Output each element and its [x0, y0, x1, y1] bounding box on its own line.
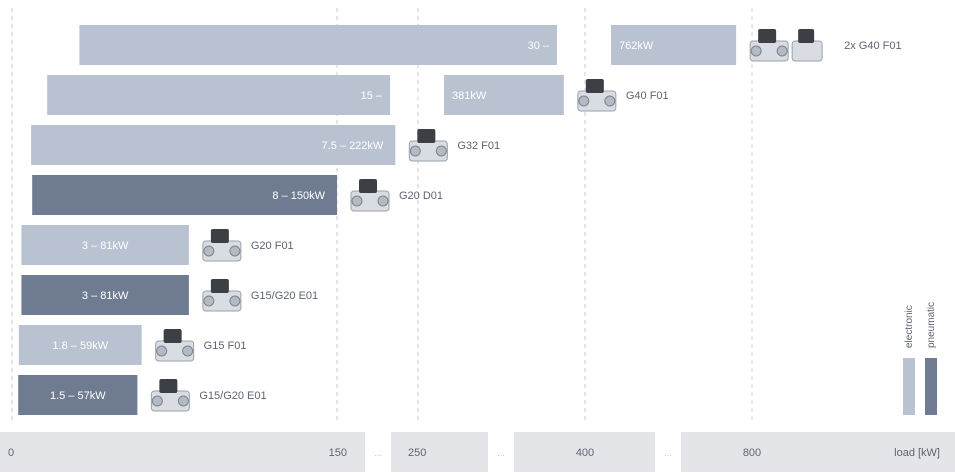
- bar-row: 3 – 81kW: [21, 275, 189, 315]
- bar: [444, 75, 564, 115]
- bar-row: 15 –... 381kW: [47, 75, 564, 115]
- tick-label: 400: [576, 447, 594, 459]
- bar-break-marker: ...: [414, 90, 422, 101]
- bar-value-label: 1.8 – 59kW: [52, 340, 108, 352]
- bar-row: 8 – 150kW: [32, 175, 337, 215]
- bar-row: 3 – 81kW: [21, 225, 189, 265]
- product-name: G15/G20 E01: [199, 390, 266, 402]
- gas-valve-double-icon: [749, 29, 823, 62]
- axis-band: [0, 432, 955, 472]
- bar-value-label: 3 – 81kW: [82, 290, 129, 302]
- bar-value-start: 30 –: [528, 40, 550, 52]
- tick-label: 800: [743, 447, 761, 459]
- bar: [611, 25, 737, 65]
- bar: [79, 25, 558, 65]
- product-name: G32 F01: [457, 140, 500, 152]
- bar: [21, 275, 189, 315]
- product-name: G15 F01: [204, 340, 247, 352]
- gas-valve-icon: [577, 79, 617, 112]
- legend-swatch-electronic: [903, 358, 915, 415]
- gas-valve-icon: [202, 229, 242, 262]
- axis-break-marker: ...: [497, 448, 505, 458]
- bar-value-label: 7.5 – 222kW: [322, 140, 384, 152]
- product-name: 2x G40 F01: [844, 40, 901, 52]
- bar-value-end: 762kW: [619, 40, 654, 52]
- bar: [47, 75, 390, 115]
- bar-value-end: 381kW: [452, 90, 487, 102]
- gas-valve-icon: [408, 129, 448, 162]
- axis-unit-label: load [kW]: [894, 447, 940, 459]
- gas-valve-icon: [202, 279, 242, 312]
- axis-break-gap: [488, 432, 514, 472]
- product-name: G40 F01: [626, 90, 669, 102]
- bar-row: 1.5 – 57kW: [18, 375, 138, 415]
- gas-valve-icon: [155, 329, 195, 362]
- bar-value-label: 8 – 150kW: [272, 190, 325, 202]
- gas-valve-icon: [350, 179, 390, 212]
- bar: [31, 125, 396, 165]
- axis-break-gap: [655, 432, 681, 472]
- legend-label-electronic: electronic: [904, 305, 915, 348]
- bar-row: 30 –... 762kW: [79, 25, 737, 65]
- axis-break-marker: ...: [664, 448, 672, 458]
- product-name: G20 D01: [399, 190, 443, 202]
- bar-row: 1.8 – 59kW: [18, 325, 142, 365]
- bar: [18, 325, 142, 365]
- legend: electronic pneumatic: [903, 302, 937, 415]
- product-name: G20 F01: [251, 240, 294, 252]
- bar: [32, 175, 337, 215]
- axis-break-gap: [365, 432, 391, 472]
- bar-value-label: 3 – 81kW: [82, 240, 129, 252]
- bar-value-start: 15 –: [361, 90, 383, 102]
- bar: [18, 375, 138, 415]
- product-name: G15/G20 E01: [251, 290, 318, 302]
- tick-label: 250: [408, 447, 426, 459]
- tick-label: 150: [329, 447, 347, 459]
- gas-valve-icon: [150, 379, 190, 412]
- tick-label: 0: [8, 447, 14, 459]
- legend-swatch-pneumatic: [925, 358, 937, 415]
- x-axis: ......... 0 150 250 400 800 load [kW]: [0, 432, 955, 472]
- bar-break-marker: ...: [581, 40, 589, 51]
- bar: [21, 225, 189, 265]
- axis-break-marker: ...: [374, 448, 382, 458]
- bar-value-label: 1.5 – 57kW: [50, 390, 106, 402]
- bar-row: 7.5 – 222kW: [31, 125, 396, 165]
- legend-label-pneumatic: pneumatic: [926, 302, 937, 348]
- bars: 30 –... 762kW 15 –... 381kW 7.5 – 222kW 8 – 1…: [18, 25, 737, 415]
